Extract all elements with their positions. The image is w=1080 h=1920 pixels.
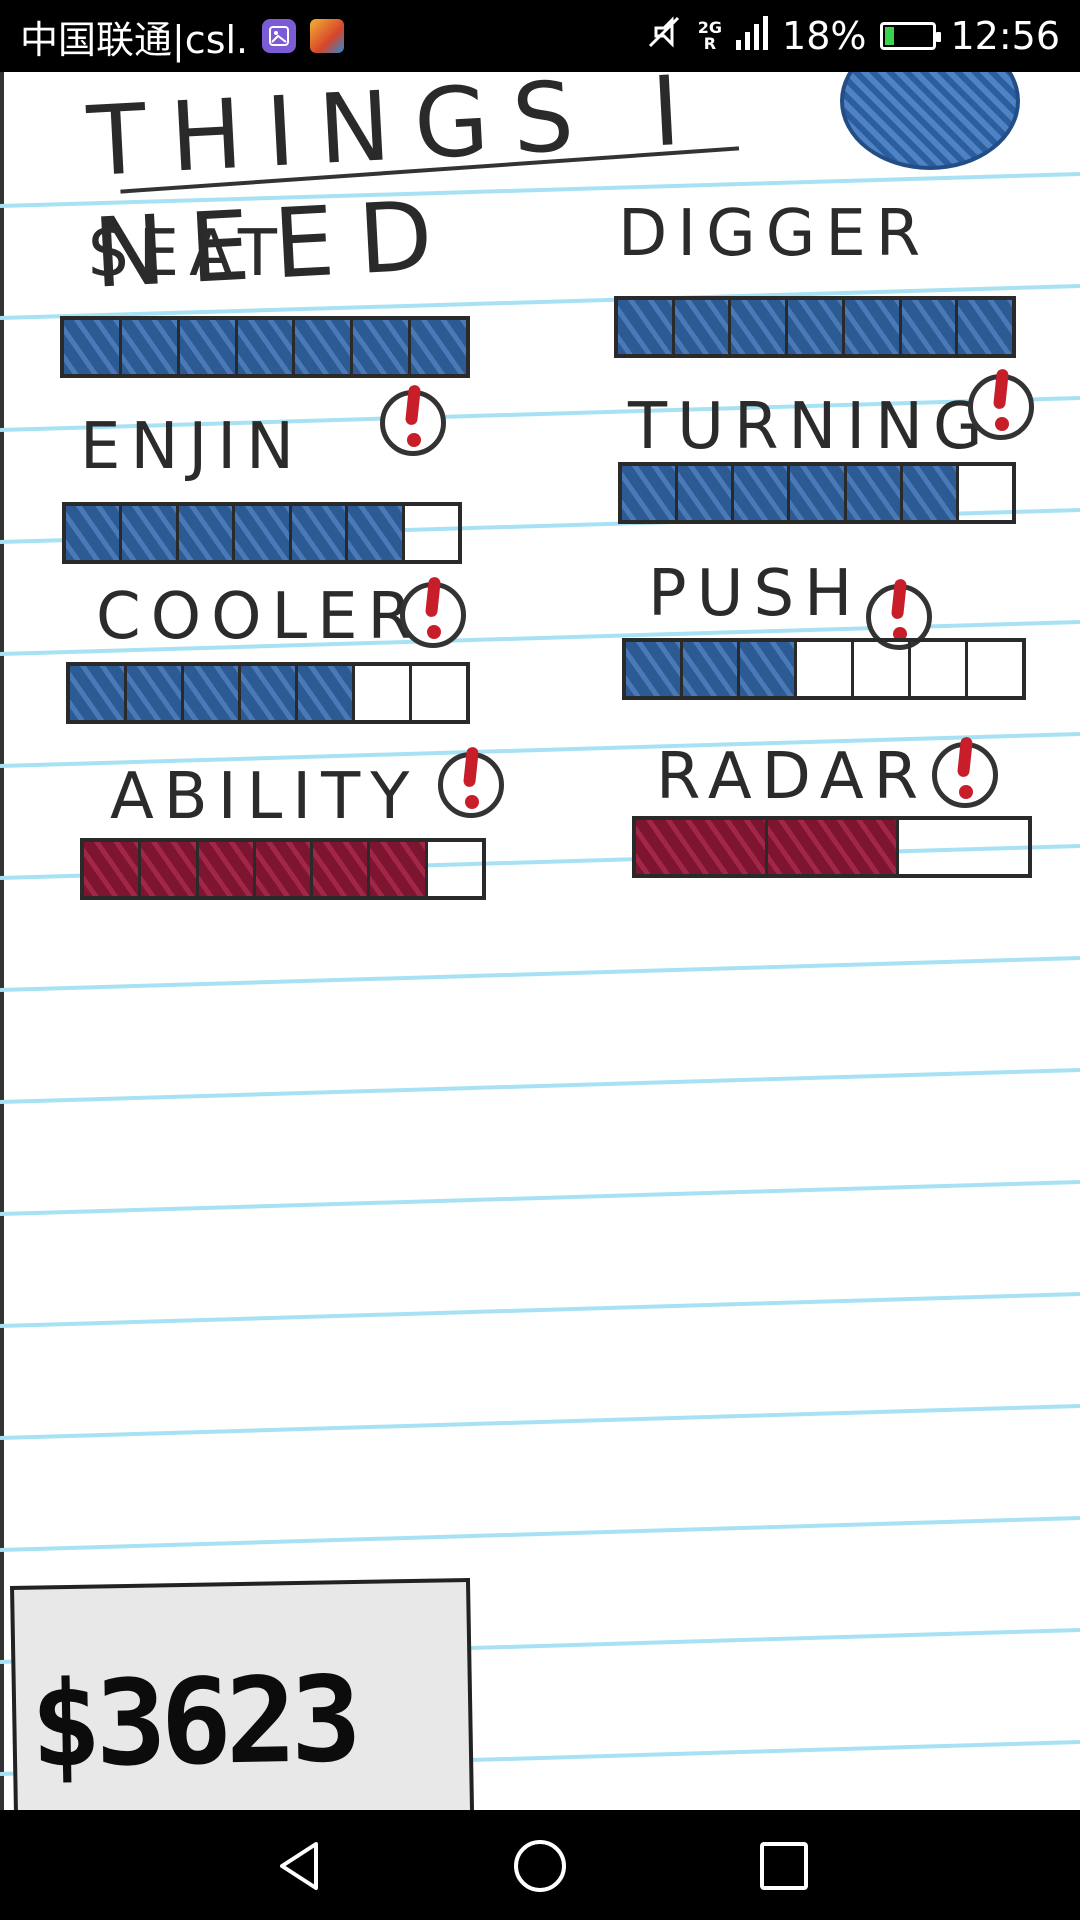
status-bar: 中国联通|csl. 2G R 18% 12:56 — [0, 0, 1080, 72]
network-type: 2G R — [698, 20, 722, 52]
bar-cell-filled — [636, 820, 768, 874]
upgrade-label: PUSH — [648, 557, 863, 631]
signal-icon — [736, 12, 769, 61]
navigation-bar — [0, 1810, 1080, 1920]
upgrade-bar — [60, 316, 470, 378]
bar-cell-filled — [734, 466, 791, 520]
battery-charging-icon — [880, 22, 942, 50]
bar-cell-filled — [122, 506, 179, 560]
upgrade-label: SEAT — [88, 217, 287, 291]
bar-cell-empty — [405, 506, 458, 560]
upgrade-label: ABILITY — [110, 760, 420, 834]
upgrade-label: ENJIN — [80, 410, 304, 484]
money-amount: $3623 — [29, 1650, 357, 1794]
upgrade-bar — [62, 502, 462, 564]
bar-cell-filled — [731, 300, 789, 354]
notebook-page: THINGS I NEED SEAT DIGGER ENJIN TURNING … — [0, 72, 1080, 1810]
bar-cell-filled — [237, 320, 296, 374]
carrier-label: 中国联通|csl. — [20, 17, 249, 62]
bar-cell-filled — [844, 300, 902, 354]
bar-cell-empty — [968, 642, 1022, 696]
bar-cell-filled — [683, 642, 740, 696]
bar-cell-filled — [622, 466, 679, 520]
bar-cell-filled — [298, 666, 355, 720]
upgrade-bar — [622, 638, 1026, 700]
bar-cell-filled — [70, 666, 127, 720]
alert-icon — [932, 742, 998, 808]
money-card: $3623 — [10, 1578, 474, 1810]
bar-cell-filled — [84, 842, 142, 896]
alert-icon — [968, 374, 1034, 440]
bar-cell-filled — [295, 320, 354, 374]
bar-cell-filled — [127, 666, 184, 720]
bar-cell-filled — [121, 320, 180, 374]
bar-cell-filled — [901, 300, 959, 354]
bar-cell-empty — [854, 642, 911, 696]
bar-cell-empty — [797, 642, 854, 696]
upgrade-bar — [614, 296, 1016, 358]
bar-cell-filled — [674, 300, 732, 354]
mute-icon — [644, 12, 684, 61]
bar-cell-filled — [678, 466, 735, 520]
upgrade-bar — [80, 838, 486, 900]
bar-cell-filled — [411, 320, 467, 374]
bar-cell-filled — [178, 506, 236, 560]
alert-icon — [380, 390, 446, 456]
bar-cell-filled — [788, 300, 845, 354]
upgrade-bar — [632, 816, 1032, 878]
roaming-label: R — [703, 34, 717, 53]
network-label: 2G — [697, 18, 723, 37]
bar-cell-filled — [66, 506, 123, 560]
bar-cell-empty — [899, 820, 1028, 874]
bar-cell-filled — [64, 320, 122, 374]
back-icon[interactable] — [272, 1838, 328, 1894]
bar-cell-filled — [370, 842, 428, 896]
bar-cell-filled — [902, 466, 959, 520]
bar-cell-filled — [348, 506, 405, 560]
bar-cell-filled — [313, 842, 371, 896]
upgrade-label: TURNING — [628, 390, 993, 464]
bar-cell-filled — [767, 820, 900, 874]
bar-cell-filled — [255, 842, 314, 896]
bar-cell-filled — [958, 300, 1013, 354]
bar-cell-filled — [141, 842, 199, 896]
bar-cell-empty — [355, 666, 412, 720]
recent-apps-icon[interactable] — [756, 1838, 812, 1894]
bar-cell-filled — [626, 642, 683, 696]
upgrade-label: RADAR — [656, 740, 929, 814]
bar-cell-filled — [241, 666, 298, 720]
home-icon[interactable] — [512, 1838, 568, 1894]
upgrade-label: COOLER — [96, 580, 422, 654]
bar-cell-filled — [291, 506, 349, 560]
bar-cell-filled — [179, 320, 238, 374]
bar-cell-empty — [412, 666, 466, 720]
bar-cell-filled — [353, 320, 412, 374]
ruled-lines — [0, 172, 1080, 1776]
upgrade-label: DIGGER — [618, 197, 931, 271]
gallery-notification-icon — [262, 19, 297, 53]
status-left: 中国联通|csl. — [20, 14, 345, 62]
battery-percent: 18% — [782, 14, 867, 58]
bar-cell-empty — [911, 642, 968, 696]
bar-cell-filled — [618, 300, 675, 354]
upgrade-bar — [618, 462, 1016, 524]
bar-cell-filled — [235, 506, 292, 560]
bar-cell-empty — [959, 466, 1012, 520]
bar-cell-filled — [790, 466, 847, 520]
upgrade-bar — [66, 662, 470, 724]
bar-cell-empty — [428, 842, 482, 896]
game-notification-icon — [310, 19, 345, 53]
alert-icon — [400, 582, 466, 648]
bar-cell-filled — [846, 466, 903, 520]
bar-cell-filled — [184, 666, 241, 720]
clock: 12:56 — [950, 14, 1060, 58]
bar-cell-filled — [198, 842, 256, 896]
status-right: 2G R 18% 12:56 — [644, 12, 1060, 60]
bar-cell-filled — [740, 642, 797, 696]
alert-icon — [438, 752, 504, 818]
